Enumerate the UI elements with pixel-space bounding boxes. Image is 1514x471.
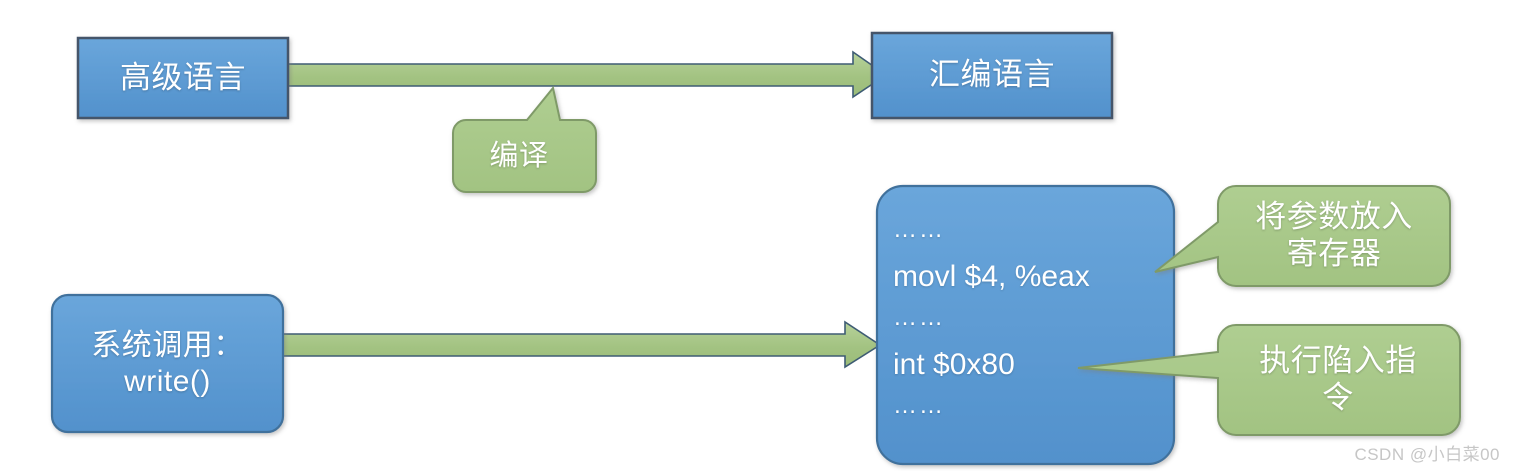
callout-compile[interactable] [452,85,597,193]
arrow-compile [282,50,888,99]
node-assembly-language[interactable] [870,31,1114,120]
node-system-call[interactable] [50,293,285,434]
callout-execute-trap-instruction[interactable] [1077,324,1461,436]
arrow-syscall [278,320,882,369]
node-code-block[interactable] [875,184,1176,466]
callout-put-args-in-registers[interactable] [1154,185,1451,287]
node-high-level-language[interactable] [76,36,290,120]
